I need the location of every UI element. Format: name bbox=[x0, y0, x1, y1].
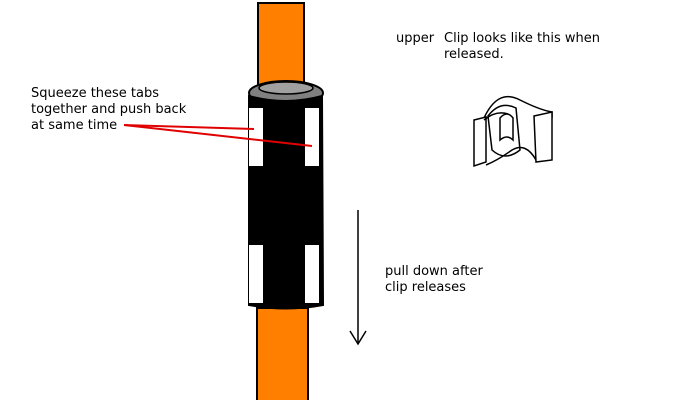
released-clip-sketch bbox=[473, 95, 553, 168]
pull-down-label: pull down after clip releases bbox=[385, 264, 483, 296]
clip-label-line1: Clip looks like this when bbox=[444, 31, 601, 46]
collar-opening bbox=[258, 81, 314, 95]
upper-left-tab bbox=[249, 108, 263, 166]
pole-upper bbox=[257, 2, 305, 88]
pull-label-line2: clip releases bbox=[385, 280, 466, 295]
lower-left-tab bbox=[249, 245, 263, 303]
upper-label-text: upper bbox=[396, 31, 435, 46]
squeeze-tabs-label: Squeeze these tabs together and push bac… bbox=[31, 86, 186, 134]
squeeze-label-line2: together and push back bbox=[31, 102, 187, 117]
squeeze-label-line3: at same time bbox=[31, 118, 118, 133]
upper-label: upper bbox=[396, 31, 434, 47]
clip-body bbox=[248, 94, 325, 310]
pointer-line-right-tab bbox=[123, 124, 313, 147]
pull-label-line1: pull down after bbox=[385, 264, 483, 279]
pole-lower bbox=[256, 307, 309, 400]
squeeze-label-line1: Squeeze these tabs bbox=[31, 86, 160, 101]
clip-label-line2: released. bbox=[444, 47, 504, 62]
pull-down-arrow-head bbox=[349, 330, 367, 346]
upper-right-tab bbox=[305, 108, 319, 166]
lower-right-tab bbox=[305, 245, 319, 303]
pointer-line-left-tab bbox=[123, 124, 255, 130]
clip-released-label: Clip looks like this when released. bbox=[444, 31, 600, 63]
